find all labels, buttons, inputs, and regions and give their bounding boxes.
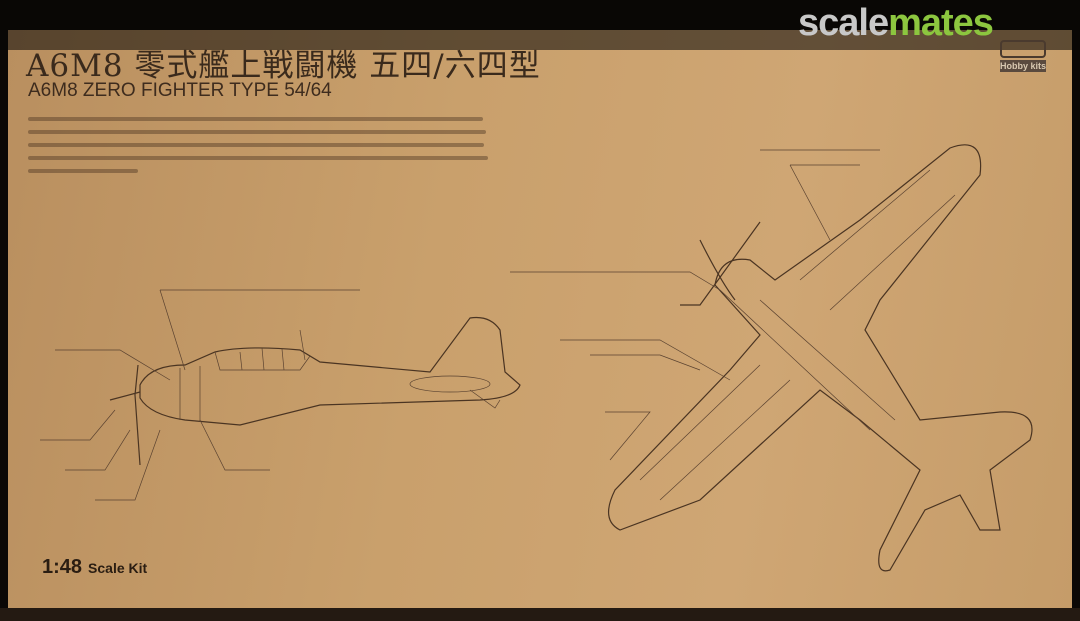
model-kit-box — [8, 30, 1072, 614]
box-edge — [0, 608, 1080, 621]
side-view-aircraft — [40, 289, 521, 501]
top-view-aircraft — [510, 144, 1033, 572]
title-english: A6M8 ZERO FIGHTER TYPE 54/64 — [28, 80, 332, 101]
hasegawa-logo: Hobby kits — [1000, 40, 1046, 76]
scalemates-watermark: scalemates — [798, 2, 994, 44]
watermark-band — [0, 0, 1080, 50]
title-japanese: A6M8 零式艦上戦闘機 五四/六四型 — [26, 48, 541, 84]
